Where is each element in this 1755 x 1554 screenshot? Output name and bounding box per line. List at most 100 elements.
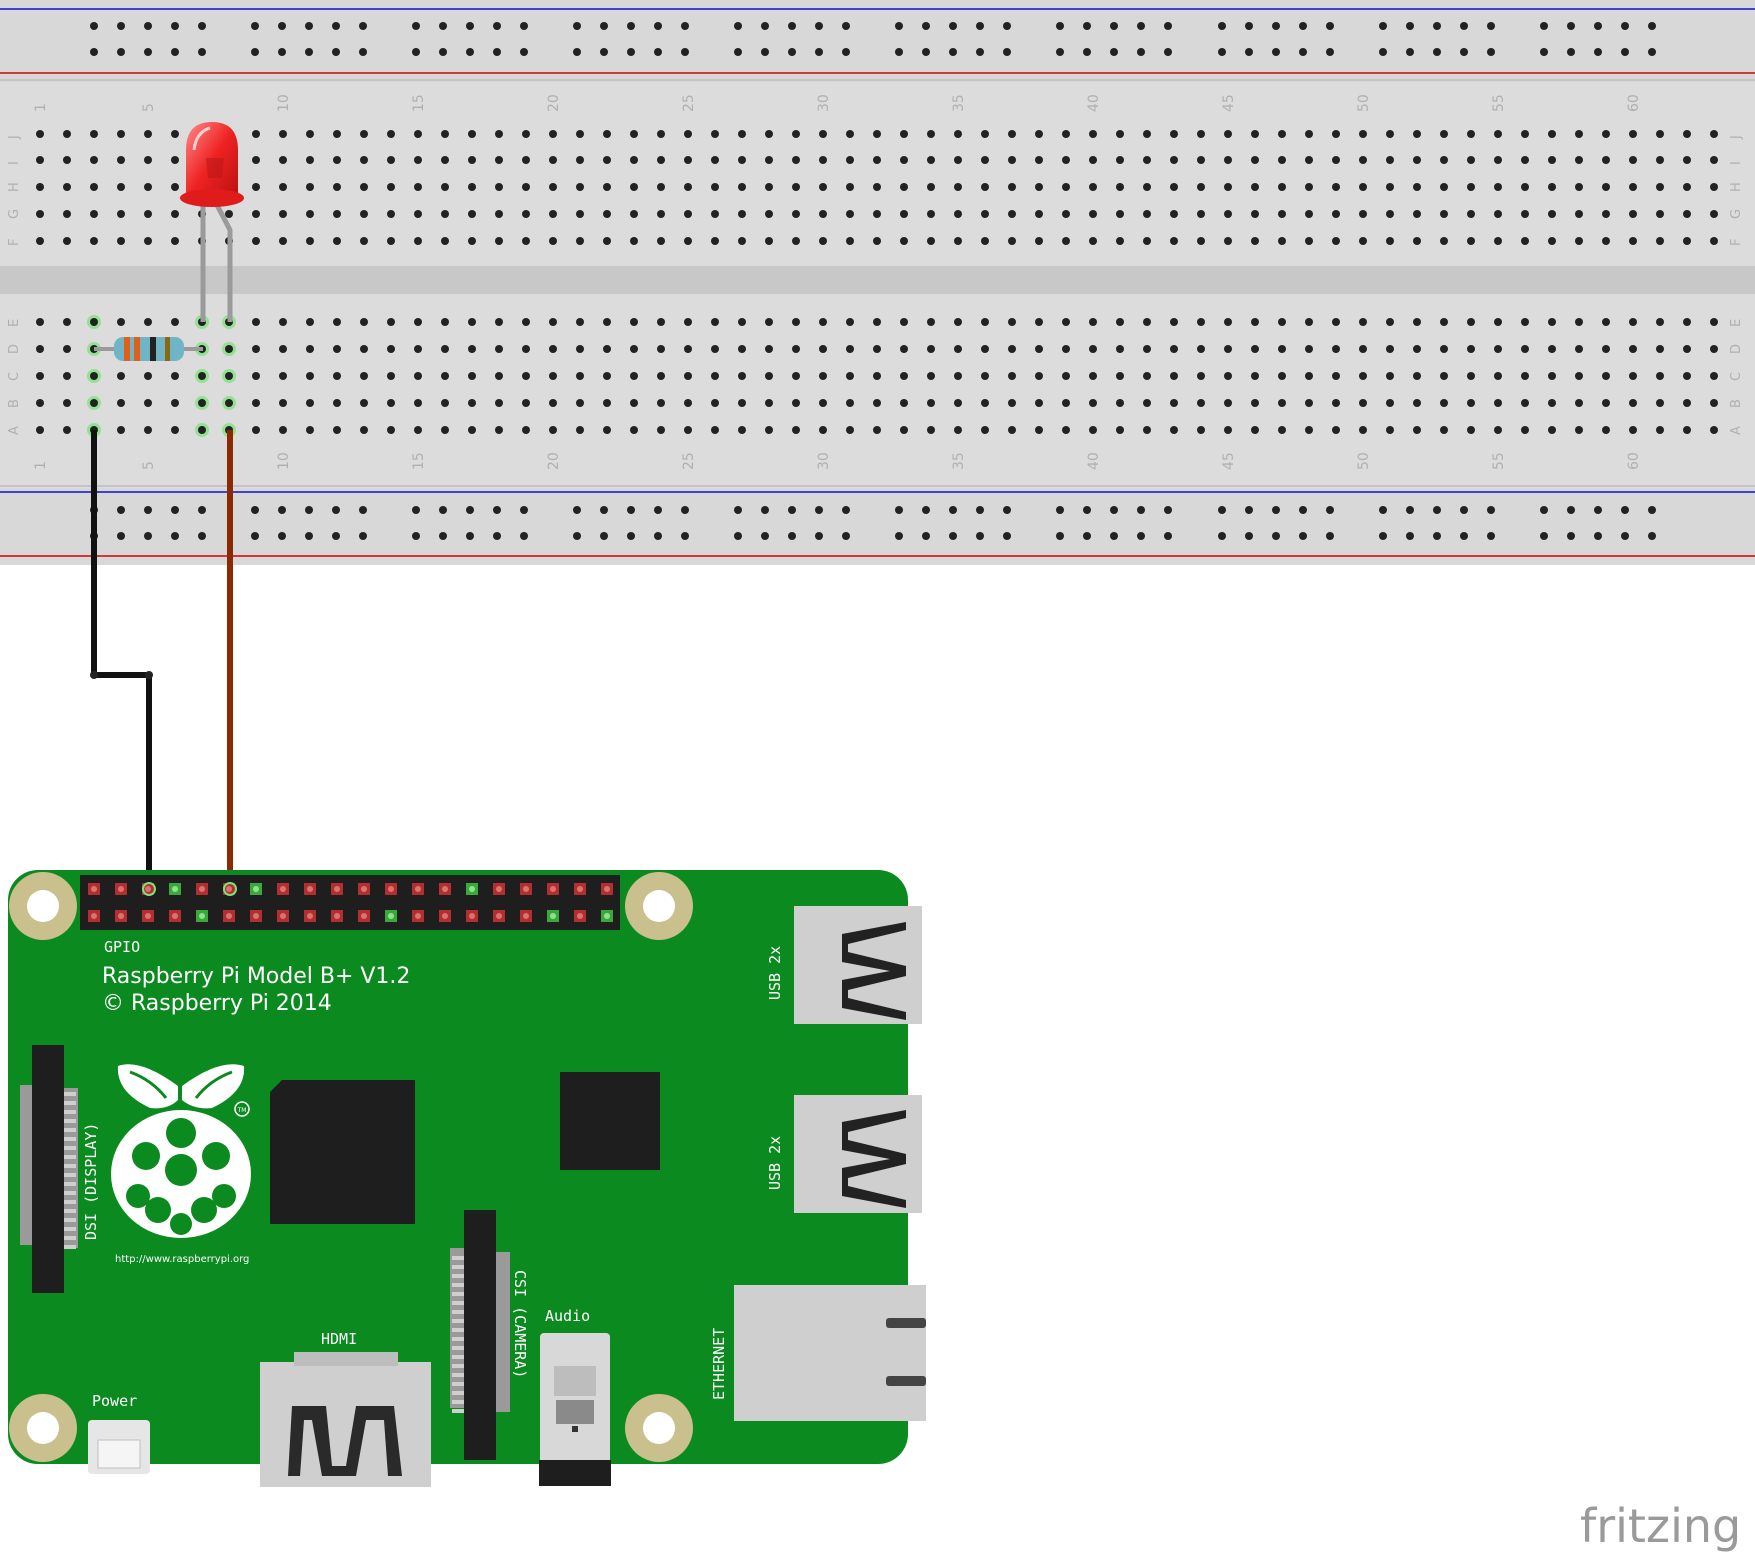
breadboard-hole[interactable] xyxy=(1332,210,1340,218)
breadboard-hole[interactable] xyxy=(1116,399,1124,407)
breadboard-hole[interactable] xyxy=(1413,130,1421,138)
breadboard-hole[interactable] xyxy=(1062,372,1070,380)
rail-hole[interactable] xyxy=(842,22,850,30)
breadboard-hole[interactable] xyxy=(333,130,341,138)
breadboard-hole[interactable] xyxy=(1467,318,1475,326)
breadboard-hole[interactable] xyxy=(144,426,152,434)
breadboard-hole[interactable] xyxy=(306,156,314,164)
breadboard-hole[interactable] xyxy=(1413,237,1421,245)
breadboard-hole[interactable] xyxy=(522,156,530,164)
breadboard-hole[interactable] xyxy=(225,372,233,380)
rail-hole[interactable] xyxy=(600,48,608,56)
breadboard-hole[interactable] xyxy=(981,237,989,245)
breadboard-hole[interactable] xyxy=(1332,130,1340,138)
rail-hole[interactable] xyxy=(1326,22,1334,30)
breadboard-hole[interactable] xyxy=(927,130,935,138)
breadboard-hole[interactable] xyxy=(1197,372,1205,380)
breadboard-hole[interactable] xyxy=(1089,210,1097,218)
breadboard-hole[interactable] xyxy=(576,130,584,138)
rail-hole[interactable] xyxy=(1110,22,1118,30)
breadboard-hole[interactable] xyxy=(981,426,989,434)
rail-hole[interactable] xyxy=(439,506,447,514)
breadboard-hole[interactable] xyxy=(927,345,935,353)
rail-hole[interactable] xyxy=(305,506,313,514)
rail-hole[interactable] xyxy=(359,48,367,56)
rail-hole[interactable] xyxy=(1003,506,1011,514)
breadboard-hole[interactable] xyxy=(1683,372,1691,380)
rail-hole[interactable] xyxy=(117,506,125,514)
rail-hole[interactable] xyxy=(144,506,152,514)
breadboard-hole[interactable] xyxy=(387,426,395,434)
breadboard-hole[interactable] xyxy=(1629,345,1637,353)
rail-hole[interactable] xyxy=(1567,22,1575,30)
rail-hole[interactable] xyxy=(493,22,501,30)
breadboard-hole[interactable] xyxy=(1494,130,1502,138)
rail-hole[interactable] xyxy=(359,506,367,514)
rail-hole[interactable] xyxy=(251,22,259,30)
rail-hole[interactable] xyxy=(976,48,984,56)
breadboard-hole[interactable] xyxy=(252,130,260,138)
rail-hole[interactable] xyxy=(1594,48,1602,56)
breadboard-hole[interactable] xyxy=(1656,345,1664,353)
breadboard-hole[interactable] xyxy=(684,318,692,326)
rail-hole[interactable] xyxy=(734,506,742,514)
rail-hole[interactable] xyxy=(761,22,769,30)
rail-hole[interactable] xyxy=(412,48,420,56)
breadboard-hole[interactable] xyxy=(765,210,773,218)
rail-hole[interactable] xyxy=(1299,22,1307,30)
breadboard-hole[interactable] xyxy=(630,130,638,138)
breadboard-hole[interactable] xyxy=(1710,399,1718,407)
breadboard-hole[interactable] xyxy=(1251,237,1259,245)
breadboard-hole[interactable] xyxy=(819,318,827,326)
rail-hole[interactable] xyxy=(1164,48,1172,56)
breadboard-hole[interactable] xyxy=(1170,345,1178,353)
rail-hole[interactable] xyxy=(332,48,340,56)
breadboard-hole[interactable] xyxy=(576,318,584,326)
breadboard-hole[interactable] xyxy=(1548,345,1556,353)
rail-hole[interactable] xyxy=(842,532,850,540)
breadboard-hole[interactable] xyxy=(981,372,989,380)
breadboard-hole[interactable] xyxy=(1008,345,1016,353)
breadboard-hole[interactable] xyxy=(549,156,557,164)
breadboard-hole[interactable] xyxy=(387,318,395,326)
breadboard-hole[interactable] xyxy=(1440,210,1448,218)
breadboard-hole[interactable] xyxy=(1629,130,1637,138)
breadboard-hole[interactable] xyxy=(549,130,557,138)
breadboard-hole[interactable] xyxy=(1656,318,1664,326)
breadboard-hole[interactable] xyxy=(927,318,935,326)
breadboard-hole[interactable] xyxy=(1062,130,1070,138)
breadboard-hole[interactable] xyxy=(576,156,584,164)
rail-hole[interactable] xyxy=(1379,22,1387,30)
breadboard-hole[interactable] xyxy=(1710,183,1718,191)
breadboard-hole[interactable] xyxy=(1305,318,1313,326)
breadboard-hole[interactable] xyxy=(495,237,503,245)
breadboard-hole[interactable] xyxy=(765,183,773,191)
breadboard-hole[interactable] xyxy=(333,237,341,245)
breadboard-hole[interactable] xyxy=(1008,210,1016,218)
breadboard-hole[interactable] xyxy=(900,426,908,434)
rail-hole[interactable] xyxy=(1164,532,1172,540)
breadboard-hole[interactable] xyxy=(279,183,287,191)
breadboard-hole[interactable] xyxy=(846,426,854,434)
breadboard-hole[interactable] xyxy=(36,130,44,138)
breadboard-hole[interactable] xyxy=(1035,399,1043,407)
breadboard-hole[interactable] xyxy=(1629,237,1637,245)
rail-hole[interactable] xyxy=(922,532,930,540)
breadboard-hole[interactable] xyxy=(1278,372,1286,380)
breadboard-hole[interactable] xyxy=(1035,318,1043,326)
rail-hole[interactable] xyxy=(1245,22,1253,30)
rail-hole[interactable] xyxy=(922,22,930,30)
breadboard-hole[interactable] xyxy=(1656,426,1664,434)
breadboard-hole[interactable] xyxy=(1548,210,1556,218)
breadboard-hole[interactable] xyxy=(1359,183,1367,191)
breadboard-hole[interactable] xyxy=(954,426,962,434)
breadboard-hole[interactable] xyxy=(1494,210,1502,218)
breadboard-hole[interactable] xyxy=(792,183,800,191)
breadboard-hole[interactable] xyxy=(1305,130,1313,138)
breadboard-hole[interactable] xyxy=(1629,318,1637,326)
breadboard-hole[interactable] xyxy=(819,210,827,218)
breadboard-hole[interactable] xyxy=(1629,156,1637,164)
breadboard-hole[interactable] xyxy=(1521,372,1529,380)
breadboard-hole[interactable] xyxy=(279,318,287,326)
breadboard-hole[interactable] xyxy=(1251,372,1259,380)
